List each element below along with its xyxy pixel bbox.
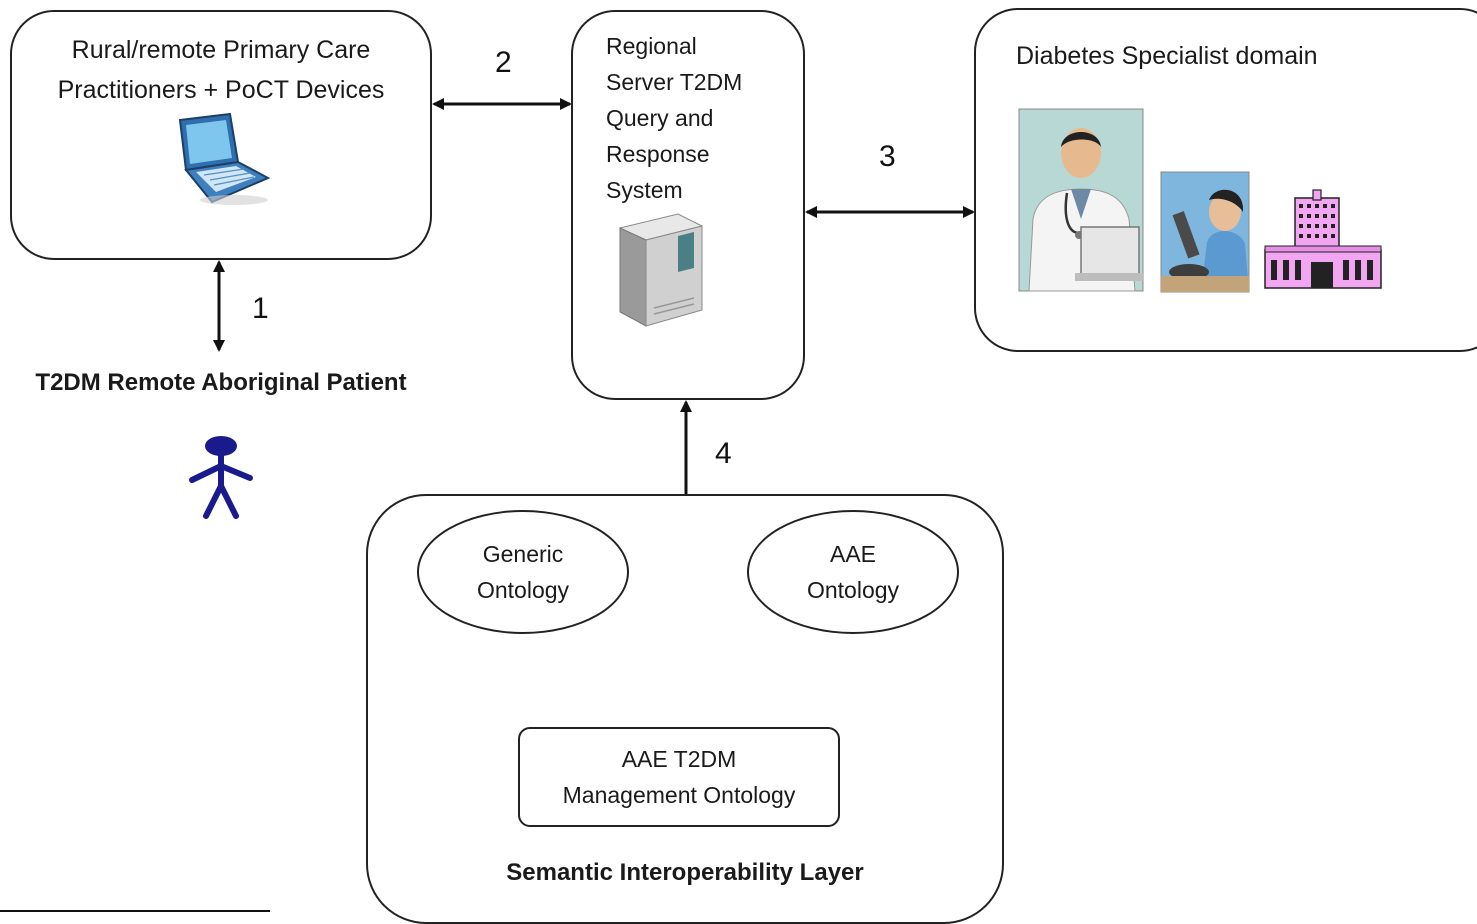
aae-ontology-line: AAE <box>829 541 877 567</box>
primary-care-line1: Rural/remote Primary Care <box>71 36 371 64</box>
semantic-layer-title: Semantic Interoperability Layer <box>506 859 864 886</box>
aae-ontology-line: Ontology <box>806 577 900 603</box>
generic-ontology-line: Generic <box>482 541 564 567</box>
doctor-icon <box>1018 108 1144 292</box>
scientist-microscope-icon <box>1160 171 1250 293</box>
primary-care-line2: Practitioners + PoCT Devices <box>57 76 385 104</box>
regional-server-line: Server T2DM <box>606 69 743 95</box>
regional-server-line: System <box>606 177 683 203</box>
person-icon <box>189 436 253 519</box>
regional-server-box <box>571 10 805 400</box>
management-ontology-line: Management Ontology <box>562 782 796 808</box>
regional-server-line: Query and <box>606 105 714 131</box>
generic-ontology-ellipse: Generic Ontology <box>417 510 629 634</box>
regional-server-line: Response <box>606 141 710 167</box>
server-icon <box>618 213 704 327</box>
regional-server-line: Regional <box>606 33 697 59</box>
management-ontology-line: AAE T2DM <box>621 746 737 772</box>
aae-ontology-ellipse: AAE Ontology <box>747 510 959 634</box>
regional-server-label: Regional Server T2DM Query and Response … <box>606 28 742 208</box>
primary-care-box <box>10 10 432 260</box>
connection-label-1: 1 <box>252 292 269 325</box>
specialist-domain-title: Diabetes Specialist domain <box>1016 42 1318 70</box>
patient-label: T2DM Remote Aboriginal Patient <box>35 369 407 396</box>
management-ontology-box: AAE T2DM Management Ontology <box>518 727 840 827</box>
connection-label-3: 3 <box>879 140 896 173</box>
laptop-icon <box>178 112 271 205</box>
connection-label-4: 4 <box>715 437 732 470</box>
connection-label-2: 2 <box>495 46 512 79</box>
hospital-building-icon <box>1264 189 1382 289</box>
generic-ontology-line: Ontology <box>476 577 570 603</box>
